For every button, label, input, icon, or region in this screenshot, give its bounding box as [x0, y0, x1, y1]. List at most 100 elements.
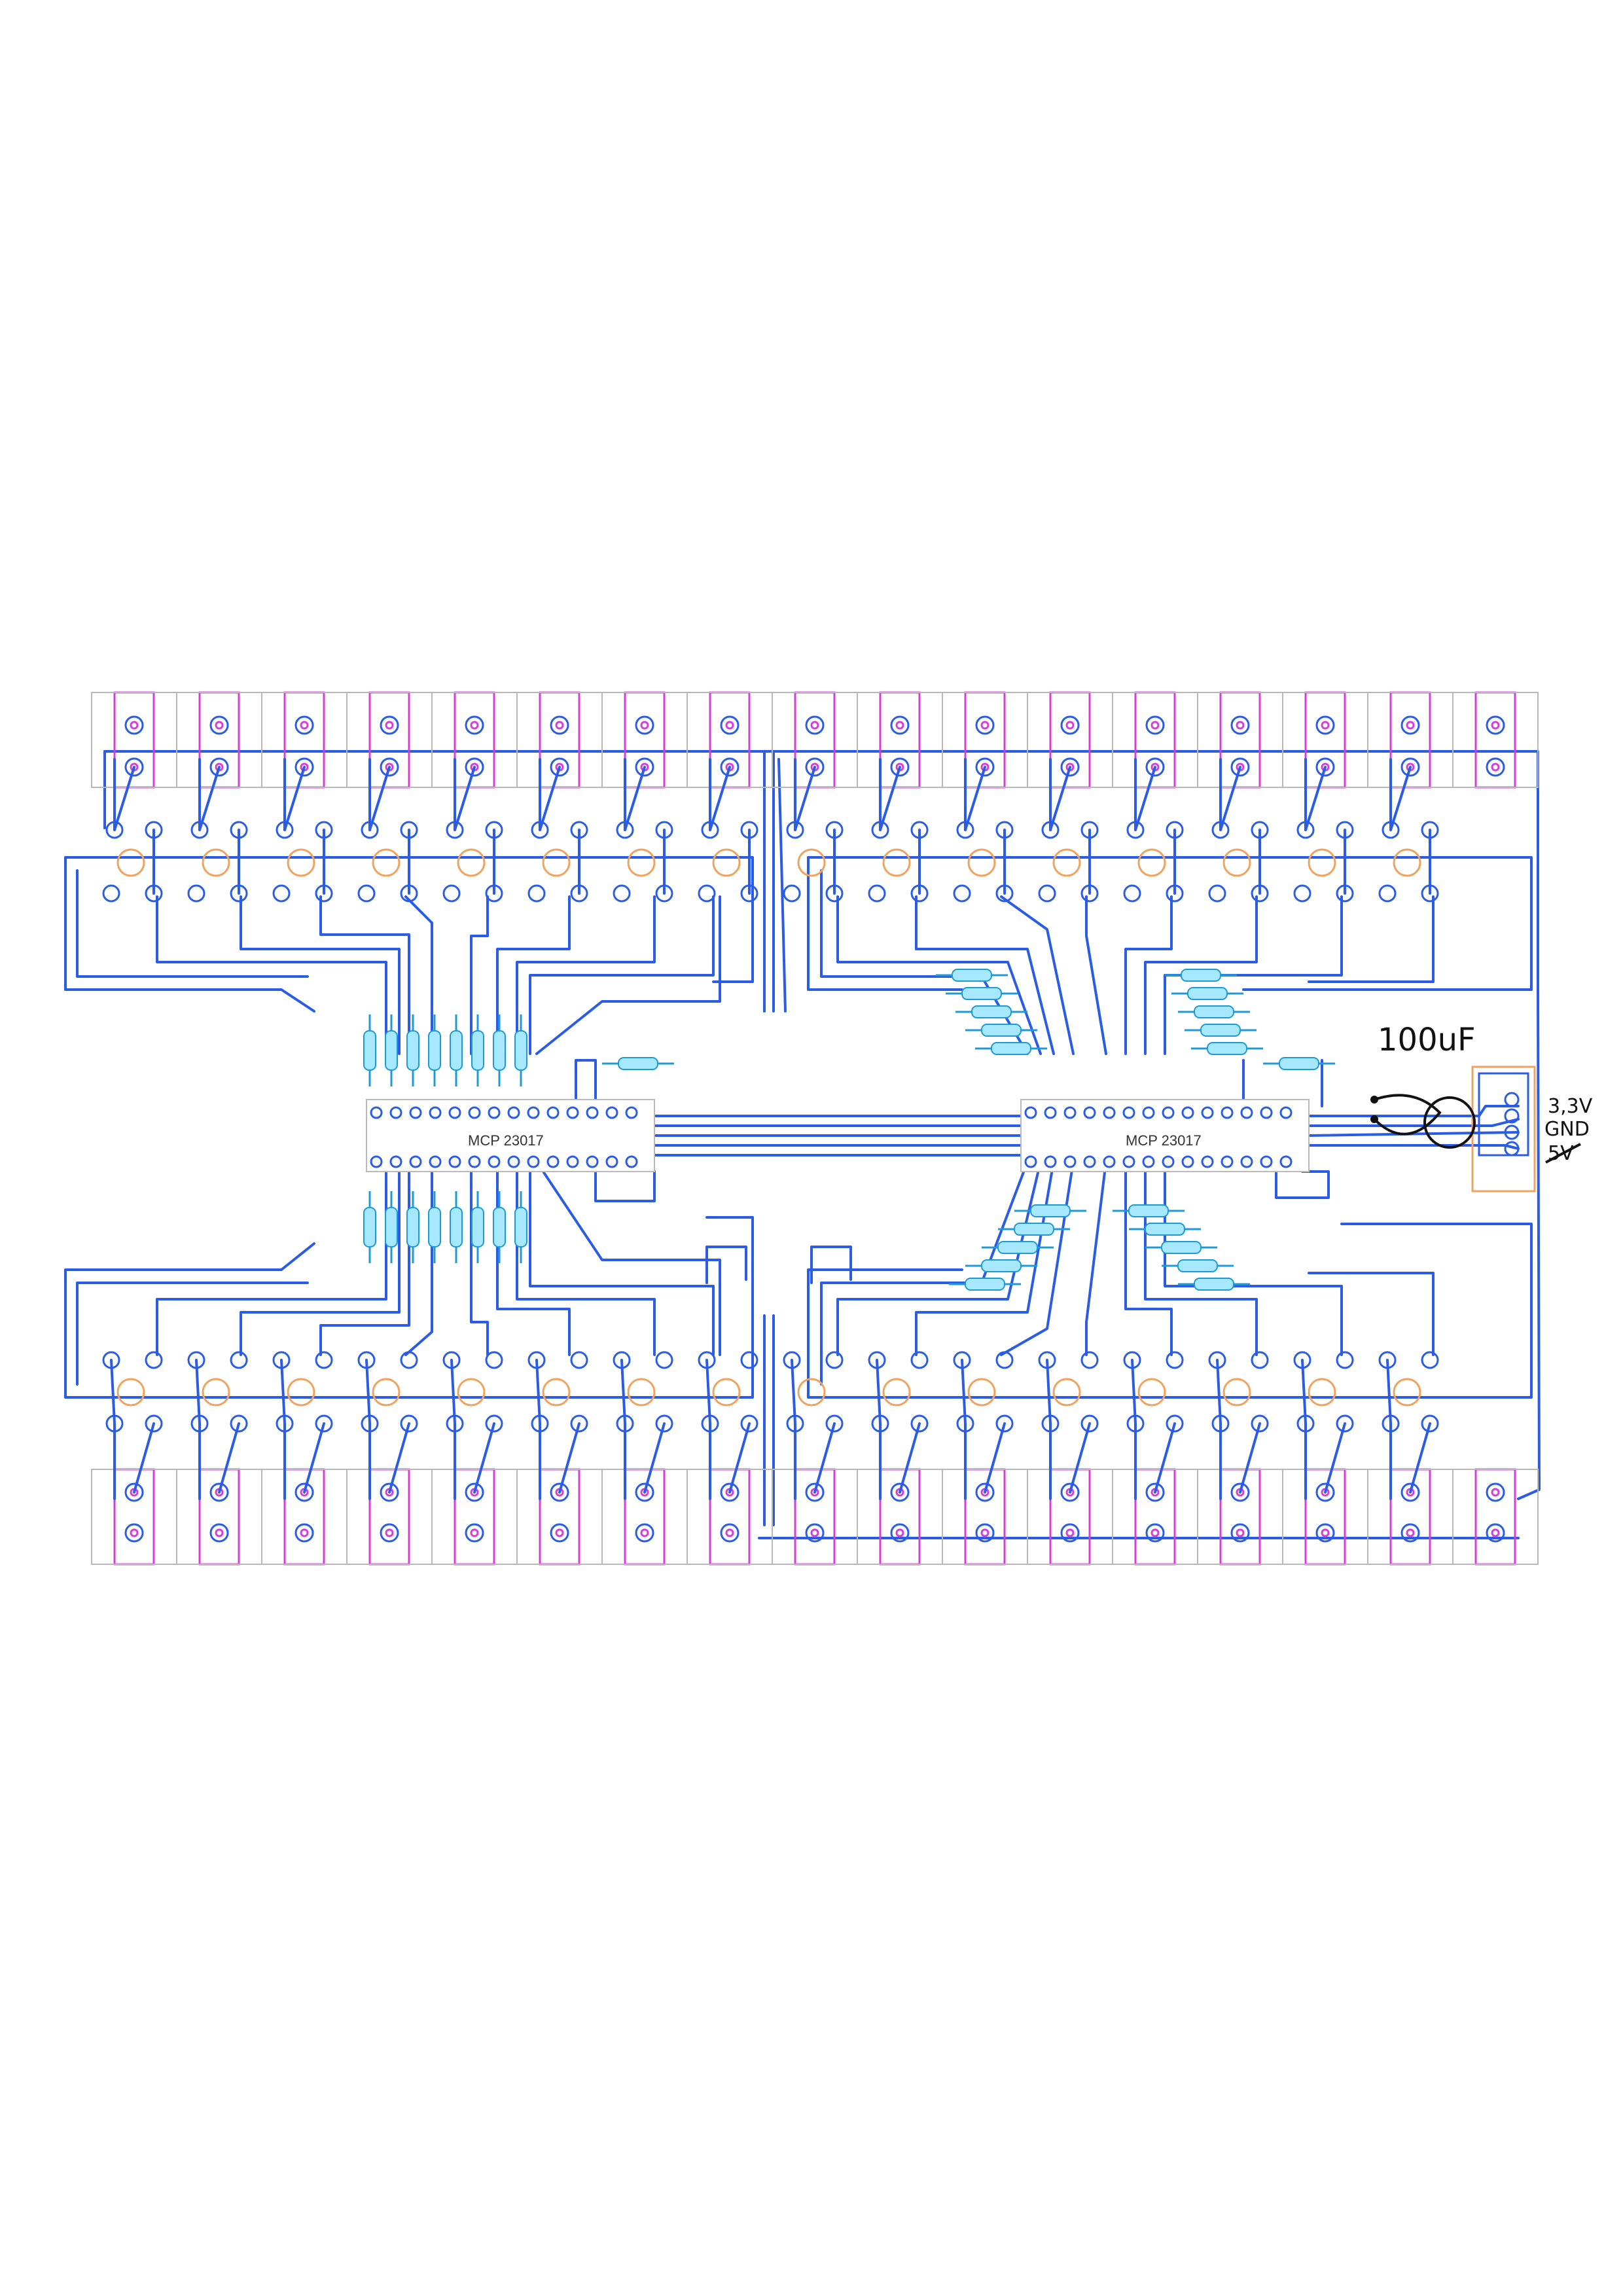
pad-top-1: [805, 715, 825, 735]
chip-pin-top: [1260, 1106, 1273, 1119]
pad-bottom-1: [294, 1482, 314, 1502]
pad-switch-bottom-b: [1336, 1414, 1354, 1433]
pad-bottom-2: [209, 1523, 229, 1543]
resistor-right-bottom-a: [1030, 1204, 1071, 1217]
chip-pin-top: [1221, 1106, 1234, 1119]
resistor-right-bottom-a: [981, 1259, 1022, 1272]
link-bottom: [558, 1422, 580, 1494]
link-bottom-vert: [1386, 1359, 1392, 1500]
chip-pin-bottom: [527, 1155, 540, 1168]
pad-switch-bottom-b: [230, 1414, 248, 1433]
pad-bottom-1: [1230, 1482, 1250, 1502]
grid-cell-top: [1452, 692, 1539, 788]
pad-top-row3-a: [613, 884, 631, 903]
pad-bottom-row3-b: [740, 1351, 758, 1369]
pad-top-2: [805, 757, 825, 777]
chip-pin-bottom: [488, 1155, 501, 1168]
pad-bottom-row3-b: [230, 1351, 248, 1369]
chip-pin-bottom: [566, 1155, 579, 1168]
capacitor-label: 100uF: [1378, 1022, 1476, 1058]
link-top-vert: [1389, 758, 1431, 895]
link-top: [198, 766, 221, 831]
link-top: [283, 766, 306, 831]
pad-bottom-2: [720, 1523, 740, 1543]
chip-pin-top: [1201, 1106, 1214, 1119]
ring-top: [372, 848, 401, 877]
pad-bottom-1: [720, 1482, 740, 1502]
ring-bottom: [116, 1378, 145, 1407]
link-top: [624, 766, 646, 831]
ring-top: [1393, 848, 1421, 877]
pad-bottom-2: [294, 1523, 314, 1543]
link-top-vert: [1134, 758, 1176, 895]
link-bottom: [813, 1422, 836, 1494]
pad-top-2: [1145, 757, 1165, 777]
pad-top-1: [209, 715, 229, 735]
chip-pin-top: [605, 1106, 618, 1119]
ring-top: [542, 848, 571, 877]
chip-pin-bottom: [625, 1155, 638, 1168]
resistor-right-top-b: [1187, 987, 1228, 1000]
pad-top-2: [294, 757, 314, 777]
link-bottom-vert: [791, 1359, 796, 1500]
pad-switch-bottom-b: [995, 1414, 1014, 1433]
pad-top-2: [465, 757, 484, 777]
ring-bottom: [1393, 1378, 1421, 1407]
chip-pin-bottom: [605, 1155, 618, 1168]
pad-bottom-row3-b: [825, 1351, 844, 1369]
pad-switch-bottom-b: [1251, 1414, 1269, 1433]
link-top: [1304, 766, 1327, 831]
power-labels: 3,3V GND 5V: [1544, 1095, 1593, 1165]
chip-pin-bottom: [1181, 1155, 1194, 1168]
pad-bottom-2-dot: [1236, 1528, 1245, 1537]
chip-pin-bottom: [468, 1155, 481, 1168]
chip-pin-bottom: [586, 1155, 599, 1168]
pad-header-top: [539, 691, 580, 789]
pad-bottom-1: [465, 1482, 484, 1502]
link-top-vert: [113, 758, 155, 895]
pad-top-2-dot: [1491, 762, 1500, 772]
pad-bottom-2: [124, 1523, 144, 1543]
link-bottom: [473, 1422, 495, 1494]
ring-bottom: [202, 1378, 230, 1407]
chip-pin-top: [586, 1106, 599, 1119]
pad-bottom-row3-b: [315, 1351, 333, 1369]
pad-bottom-row3-b: [1251, 1351, 1269, 1369]
pad-top-1-dot: [300, 721, 309, 730]
chip-pin-top: [625, 1106, 638, 1119]
pad-bottom-row3-b: [1336, 1351, 1354, 1369]
chip-pin-bottom: [409, 1155, 422, 1168]
pad-top-row3-a: [187, 884, 205, 903]
pad-top-2: [124, 757, 144, 777]
link-bottom: [388, 1422, 410, 1494]
pad-bottom-1: [1145, 1482, 1165, 1502]
resistor-right-bottom-b: [1128, 1204, 1169, 1217]
link-top-vert: [283, 758, 325, 895]
pad-header-top: [368, 691, 410, 789]
ring-top: [797, 848, 826, 877]
pad-top-1: [720, 715, 740, 735]
resistor-right-bottom-a: [1014, 1223, 1054, 1236]
pad-bottom-2: [1315, 1523, 1335, 1543]
link-top-vert: [368, 758, 410, 895]
grid-cell-top: [1367, 692, 1454, 788]
grid-cell-top: [942, 692, 1028, 788]
ring-bottom: [712, 1378, 741, 1407]
pad-top-1-dot: [895, 721, 904, 730]
pad-top-row3-a: [1293, 884, 1311, 903]
ring-top: [1052, 848, 1081, 877]
grid-cell-top: [1112, 692, 1198, 788]
pad-top-row3-a: [783, 884, 801, 903]
pad-bottom-2-dot: [895, 1528, 904, 1537]
pad-top-1-dot: [640, 721, 649, 730]
pad-bottom-row3-b: [910, 1351, 929, 1369]
link-top-vert: [198, 758, 240, 895]
trace-chip-bus: [575, 1059, 1520, 1202]
pad-header-top: [709, 691, 751, 789]
link-top-vert: [454, 758, 495, 895]
link-bottom-vert: [961, 1359, 967, 1500]
pad-bottom-1: [1060, 1482, 1080, 1502]
power-label-3v3: 3,3V: [1548, 1095, 1593, 1118]
pad-top-1-dot: [555, 721, 564, 730]
resistor-right-top-a: [971, 1005, 1012, 1018]
